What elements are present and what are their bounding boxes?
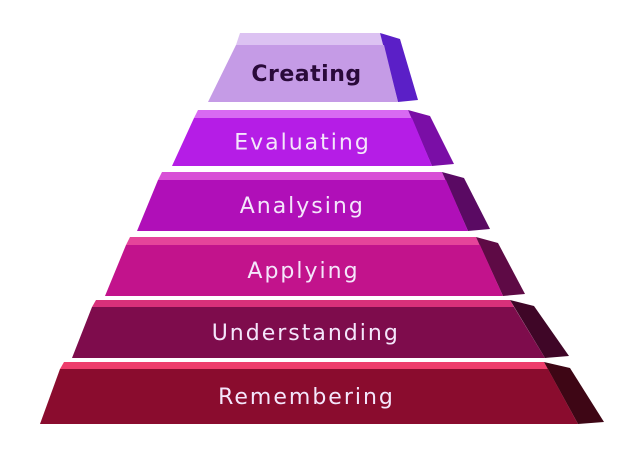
tier-evaluating-front (172, 118, 432, 166)
tier-applying-label: Applying (247, 259, 359, 284)
tier-evaluating-label: Evaluating (234, 131, 371, 156)
tier-analysing-label: Analysing (240, 194, 365, 219)
tier-remembering: Remembering (40, 362, 604, 424)
tier-understanding: Understanding (72, 300, 569, 358)
tier-remembering-label: Remembering (218, 385, 395, 410)
tier-evaluating-top (194, 110, 412, 118)
tier-creating: Creating (208, 33, 418, 102)
tier-creating-label: Creating (251, 62, 361, 87)
tier-understanding-front (72, 307, 545, 358)
tier-applying-front (105, 245, 503, 296)
tier-analysing: Analysing (137, 172, 490, 231)
tier-creating-top (236, 33, 384, 45)
tier-analysing-top (158, 172, 446, 180)
tier-analysing-front (137, 180, 468, 231)
tier-understanding-top (92, 300, 514, 307)
tier-evaluating-side (408, 110, 454, 166)
tier-remembering-front (40, 369, 578, 424)
tier-understanding-label: Understanding (212, 321, 400, 346)
tier-applying-side (476, 237, 525, 296)
tier-creating-side (380, 33, 418, 102)
tier-analysing-side (442, 172, 490, 231)
tier-creating-front (208, 45, 398, 102)
tier-applying: Applying (105, 237, 525, 296)
tier-understanding-side (510, 300, 569, 358)
tier-evaluating: Evaluating (172, 110, 454, 166)
tier-remembering-side (544, 362, 604, 424)
tier-remembering-top (60, 362, 548, 369)
tier-applying-top (126, 237, 480, 245)
